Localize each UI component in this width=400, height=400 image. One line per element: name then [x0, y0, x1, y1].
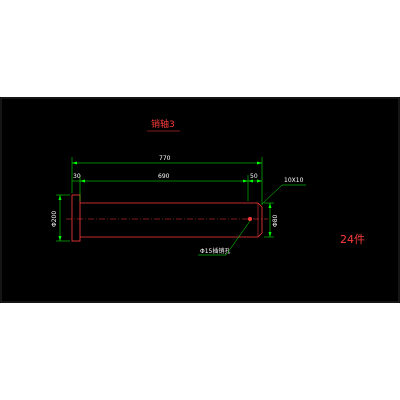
- dim-head-length: 30: [73, 173, 81, 180]
- dim-shaft-diameter: Φ80: [272, 214, 279, 227]
- dim-pin-hole: Φ15插销孔: [200, 247, 230, 255]
- dim-body-length: 690: [158, 173, 170, 180]
- arrow-tail-right: [257, 179, 262, 183]
- dim-head-height: Φ200: [51, 211, 58, 227]
- drawing-border: [0, 97, 400, 303]
- pin-shaft-outline: [80, 202, 263, 238]
- chamfer-leader: [261, 184, 283, 205]
- arrow-head-top: [58, 195, 62, 200]
- drawing-title: 销轴3: [151, 118, 175, 130]
- dim-chamfer: 10X10: [284, 177, 304, 184]
- arrow-head-bottom: [58, 236, 62, 241]
- arrow-body-right: [243, 179, 248, 183]
- pin-hole-mark: [248, 217, 252, 221]
- arrow-shaft-top: [268, 203, 272, 208]
- arrow-overall-left: [72, 161, 77, 165]
- dim-tail-length: 50: [250, 173, 258, 180]
- cad-drawing-canvas: 销轴3 24件 770 30 690 50: [0, 97, 400, 303]
- quantity-label: 24件: [340, 233, 365, 246]
- dim-overall-length: 770: [159, 155, 171, 162]
- arrow-overall-right: [257, 161, 262, 165]
- drawing-svg: 销轴3 24件 770 30 690 50: [0, 97, 400, 303]
- arrow-body-left: [80, 179, 85, 183]
- arrow-tail-left: [248, 179, 253, 183]
- arrow-shaft-bottom: [268, 232, 272, 237]
- pin-head-flange: [71, 194, 81, 242]
- hole-leader: [225, 220, 251, 256]
